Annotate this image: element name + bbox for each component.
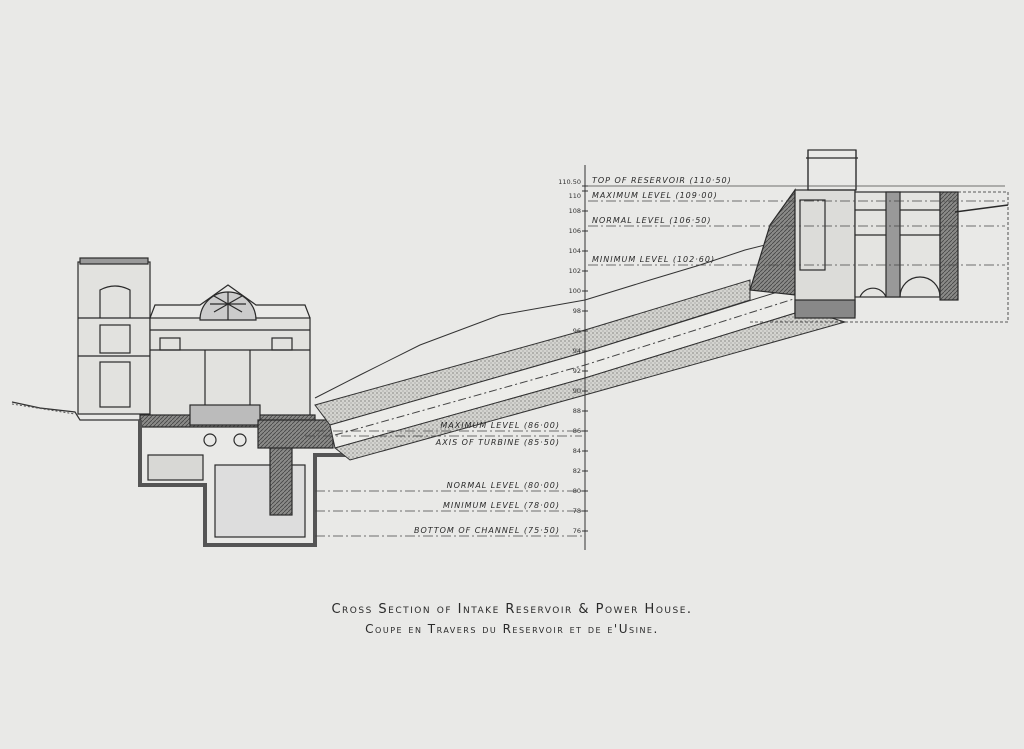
ground-line-dashed bbox=[11, 403, 76, 415]
level-label: BOTTOM OF CHANNEL (75·50) bbox=[414, 526, 560, 535]
tick-label: 106 bbox=[569, 227, 581, 235]
power-house bbox=[77, 257, 355, 547]
tick-label: 88 bbox=[573, 407, 581, 415]
level-label: AXIS OF TURBINE (85·50) bbox=[435, 438, 560, 447]
tick-label: 100 bbox=[569, 287, 581, 295]
tick-label: 108 bbox=[569, 207, 581, 215]
tick-label: 110 bbox=[569, 192, 581, 200]
tick-label: 110.50 bbox=[558, 178, 581, 186]
tick-label: 96 bbox=[573, 327, 581, 335]
tick-label: 98 bbox=[573, 307, 581, 315]
level-label: MAXIMUM LEVEL (109·00) bbox=[592, 191, 718, 200]
intake-reservoir bbox=[749, 149, 1009, 323]
tick-label: 104 bbox=[569, 247, 581, 255]
level-label: MINIMUM LEVEL (78·00) bbox=[443, 501, 560, 510]
tick-label: 102 bbox=[569, 267, 581, 275]
level-label: NORMAL LEVEL (106·50) bbox=[592, 216, 712, 225]
caption-english: Cross Section of Intake Reservoir & Powe… bbox=[331, 602, 693, 617]
ground-line-left bbox=[11, 401, 140, 421]
tick-label: 92 bbox=[573, 367, 581, 375]
tick-label: 76 bbox=[573, 527, 581, 535]
level-label: TOP OF RESERVOIR (110·50) bbox=[592, 176, 732, 185]
tick-label: 94 bbox=[573, 347, 581, 355]
tick-label: 82 bbox=[573, 467, 581, 475]
penstock-channel bbox=[314, 279, 847, 461]
level-label: NORMAL LEVEL (80·00) bbox=[447, 481, 560, 490]
tick-label: 84 bbox=[573, 447, 581, 455]
level-lines: TOP OF RESERVOIR (110·50) MAXIMUM LEVEL (… bbox=[305, 176, 1005, 537]
caption-french: Coupe en Travers du Reservoir et de e'Us… bbox=[365, 622, 659, 636]
tick-label: 90 bbox=[573, 387, 581, 395]
level-label: MINIMUM LEVEL (102·60) bbox=[592, 255, 715, 264]
level-label: MAXIMUM LEVEL (86·00) bbox=[440, 421, 560, 430]
